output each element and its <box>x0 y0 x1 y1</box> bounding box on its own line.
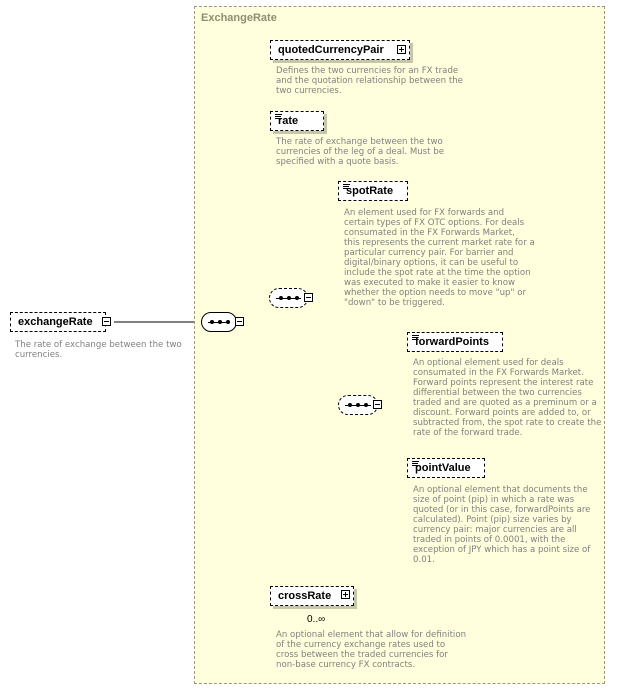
element-label: forwardPoints <box>415 336 489 348</box>
element-spotrate[interactable]: spotRate <box>338 181 408 201</box>
element-doc: An optional element that allow for defin… <box>276 630 467 670</box>
expand-plus-icon[interactable] <box>397 45 406 54</box>
collapse-minus-icon[interactable] <box>102 317 111 326</box>
collapse-minus-icon[interactable] <box>304 293 313 302</box>
complex-type-title: ExchangeRate <box>201 12 277 24</box>
element-doc: Defines the two currencies for an FX tra… <box>276 66 463 96</box>
sequence-compositor-icon[interactable] <box>201 312 237 332</box>
sequence-compositor-icon[interactable] <box>269 288 308 308</box>
element-doc: An element used for FX forwards and cert… <box>344 208 535 308</box>
element-forwardpoints[interactable]: forwardPoints <box>407 332 503 352</box>
element-doc: An optional element used for deals consu… <box>413 358 602 438</box>
expand-plus-icon[interactable] <box>341 590 350 599</box>
complex-type-container <box>194 6 605 684</box>
root-element-label: exchangeRate <box>18 316 93 328</box>
element-rate[interactable]: rate <box>270 111 324 131</box>
element-quotedcurrencypair[interactable]: quotedCurrencyPair <box>270 40 410 60</box>
element-label: spotRate <box>346 185 394 197</box>
element-label: rate <box>278 115 299 127</box>
documentation-icon <box>275 114 282 121</box>
sequence-compositor-icon[interactable] <box>338 395 378 415</box>
documentation-icon <box>412 461 419 468</box>
element-doc: The rate of exchange between the two cur… <box>276 137 445 167</box>
element-label: crossRate <box>278 590 332 602</box>
element-label: pointValue <box>415 462 471 474</box>
collapse-minus-icon[interactable] <box>235 317 244 326</box>
element-crossrate[interactable]: crossRate <box>270 586 354 606</box>
occurrence-label: 0..∞ <box>307 614 326 625</box>
element-doc: An optional element that documents the s… <box>413 485 591 565</box>
element-pointvalue[interactable]: pointValue <box>407 458 485 478</box>
documentation-icon <box>412 335 419 342</box>
collapse-minus-icon[interactable] <box>373 400 382 409</box>
element-label: quotedCurrencyPair <box>278 44 384 56</box>
root-element-doc: The rate of exchange between the two cur… <box>15 340 182 360</box>
root-element-exchangerate[interactable]: exchangeRate <box>10 312 106 332</box>
documentation-icon <box>343 184 350 191</box>
